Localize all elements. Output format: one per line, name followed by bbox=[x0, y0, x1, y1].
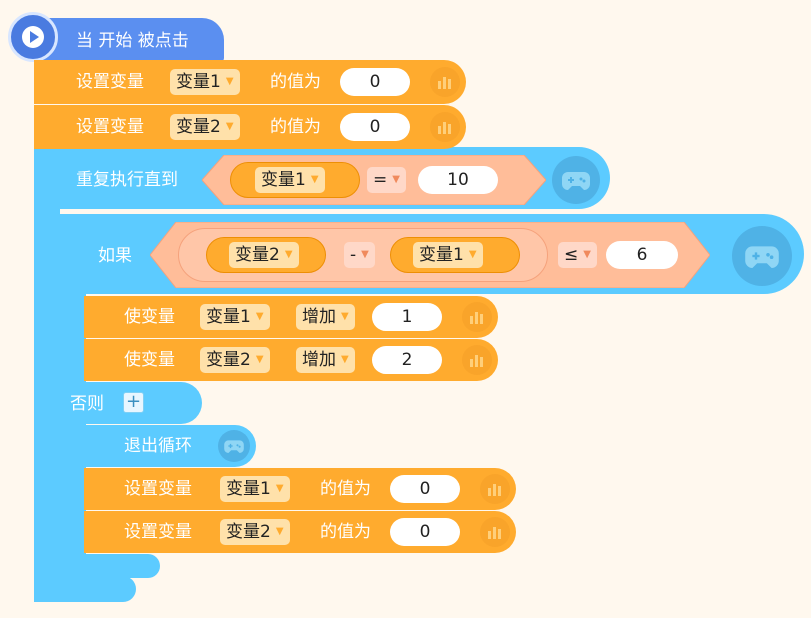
set2-variable-dropdown[interactable]: 变量2▼ bbox=[170, 114, 240, 140]
repeat-operator-dropdown[interactable]: =▼ bbox=[367, 167, 406, 193]
if-block-footer bbox=[60, 554, 160, 578]
repeat-variable-dropdown[interactable]: 变量1▼ bbox=[255, 167, 325, 193]
set3-value-input[interactable]: 0 bbox=[390, 475, 460, 503]
change2-chart-button[interactable] bbox=[462, 345, 492, 375]
gamepad-icon bbox=[224, 440, 244, 453]
change2-variable-dropdown[interactable]: 变量2▼ bbox=[200, 347, 270, 373]
if-var-a-dropdown[interactable]: 变量2▼ bbox=[229, 242, 299, 268]
set1-variable-dropdown[interactable]: 变量1▼ bbox=[170, 69, 240, 95]
set1-mid: 的值为 bbox=[270, 72, 321, 92]
set4-mid: 的值为 bbox=[320, 522, 371, 542]
repeat-value-input[interactable]: 10 bbox=[418, 166, 498, 194]
if-value-input[interactable]: 6 bbox=[606, 241, 678, 269]
set2-value-input[interactable]: 0 bbox=[340, 113, 410, 141]
set2-mid: 的值为 bbox=[270, 117, 321, 137]
if-gamepad-button[interactable] bbox=[732, 226, 792, 286]
chart-icon bbox=[470, 355, 483, 367]
repeat-gamepad-button[interactable] bbox=[552, 156, 600, 204]
plus-icon: + bbox=[125, 391, 142, 412]
set4-value-input[interactable]: 0 bbox=[390, 518, 460, 546]
set4-chart-button[interactable] bbox=[480, 517, 510, 547]
repeat-label: 重复执行直到 bbox=[76, 170, 178, 190]
change1-variable-dropdown[interactable]: 变量1▼ bbox=[200, 304, 270, 330]
set4-variable-dropdown[interactable]: 变量2▼ bbox=[220, 519, 290, 545]
play-button[interactable] bbox=[8, 12, 58, 62]
play-icon bbox=[22, 26, 44, 48]
repeat-block-footer bbox=[34, 576, 136, 602]
change1-value-input[interactable]: 1 bbox=[372, 303, 442, 331]
change1-prefix: 使变量 bbox=[124, 307, 175, 327]
set1-prefix: 设置变量 bbox=[76, 72, 144, 92]
chart-icon bbox=[438, 77, 451, 89]
set3-prefix: 设置变量 bbox=[124, 479, 192, 499]
gamepad-icon bbox=[562, 172, 590, 190]
set3-chart-button[interactable] bbox=[480, 474, 510, 504]
change1-chart-button[interactable] bbox=[462, 302, 492, 332]
set3-variable-dropdown[interactable]: 变量1▼ bbox=[220, 476, 290, 502]
hat-block[interactable] bbox=[34, 18, 224, 62]
set3-mid: 的值为 bbox=[320, 479, 371, 499]
if-label: 如果 bbox=[98, 246, 132, 266]
chart-icon bbox=[438, 122, 451, 134]
break-label: 退出循环 bbox=[124, 436, 192, 456]
chart-icon bbox=[488, 527, 501, 539]
set1-value-input[interactable]: 0 bbox=[340, 68, 410, 96]
change1-operation-dropdown[interactable]: 增加▼ bbox=[296, 304, 355, 330]
change2-operation-dropdown[interactable]: 增加▼ bbox=[296, 347, 355, 373]
if-var-b-dropdown[interactable]: 变量1▼ bbox=[413, 242, 483, 268]
else-label: 否则 bbox=[70, 394, 104, 414]
set2-prefix: 设置变量 bbox=[76, 117, 144, 137]
change2-value-input[interactable]: 2 bbox=[372, 346, 442, 374]
if-compare-operator[interactable]: ≤▼ bbox=[558, 242, 597, 268]
chart-icon bbox=[488, 484, 501, 496]
break-gamepad-button[interactable] bbox=[218, 430, 250, 462]
if-minus-operator[interactable]: -▼ bbox=[344, 242, 375, 268]
hat-label: 当 开始 被点击 bbox=[76, 31, 189, 51]
set4-prefix: 设置变量 bbox=[124, 522, 192, 542]
repeat-block-body[interactable] bbox=[34, 147, 60, 602]
chart-icon bbox=[470, 312, 483, 324]
gamepad-icon bbox=[745, 246, 779, 268]
set2-chart-button[interactable] bbox=[430, 112, 460, 142]
set1-chart-button[interactable] bbox=[430, 67, 460, 97]
change2-prefix: 使变量 bbox=[124, 350, 175, 370]
else-add-button[interactable]: + bbox=[123, 392, 144, 413]
